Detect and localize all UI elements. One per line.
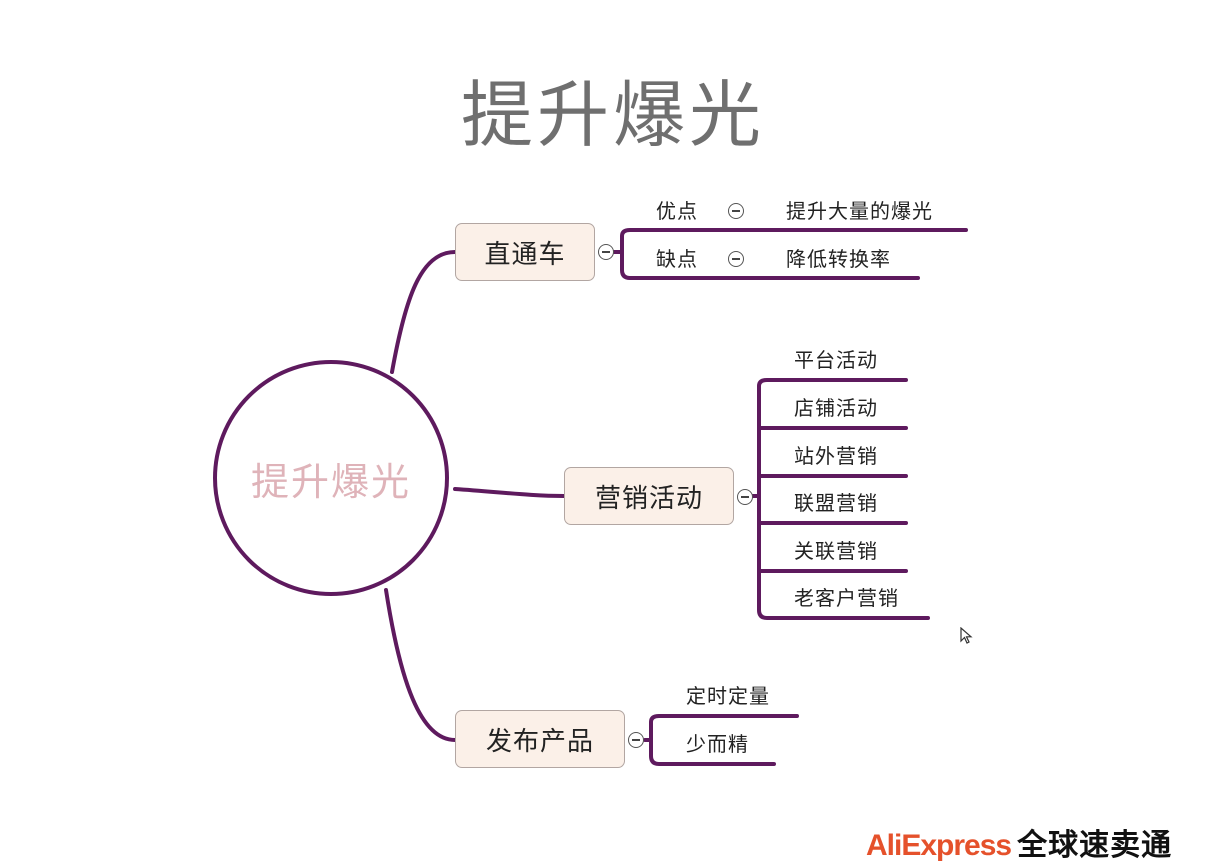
collapse-icon[interactable] [628,732,644,748]
logo-chinese-text: 全球速卖通 [1017,829,1173,862]
topic-1-child-2-label[interactable]: 缺点 [656,247,698,271]
bracket-topic-2 [751,378,930,620]
topic-2-child-4[interactable]: 联盟营销 [794,491,878,515]
aliexpress-logo: AliExpress 全球速卖通 [866,820,1172,862]
topic-marketing-activities[interactable]: 营销活动 [564,467,734,525]
topic-3-child-2[interactable]: 少而精 [686,732,749,756]
branch-line-topic-3 [384,588,457,742]
bracket-topic-1 [612,228,968,280]
topic-2-child-1[interactable]: 平台活动 [794,348,878,372]
topic-2-child-5[interactable]: 关联营销 [794,539,878,563]
logo-brand-text: AliExpress [866,829,1012,862]
mouse-cursor-icon [960,627,973,644]
collapse-icon[interactable] [728,251,744,267]
branch-line-topic-2 [453,487,566,498]
topic-publish-products[interactable]: 发布产品 [455,710,625,768]
topic-1-child-1-detail[interactable]: 提升大量的爆光 [786,199,933,223]
branch-line-topic-1 [390,250,457,374]
collapse-icon[interactable] [728,203,744,219]
topic-through-train[interactable]: 直通车 [455,223,595,281]
bracket-topic-3 [643,714,799,766]
topic-3-child-1[interactable]: 定时定量 [686,684,770,708]
topic-1-child-1-label[interactable]: 优点 [656,199,698,223]
central-topic[interactable]: 提升爆光 [213,360,449,596]
collapse-icon[interactable] [598,244,614,260]
slide-title: 提升爆光 [460,73,765,157]
collapse-icon[interactable] [737,489,753,505]
topic-1-child-2-detail[interactable]: 降低转换率 [786,247,891,271]
topic-2-child-2[interactable]: 店铺活动 [794,396,878,420]
topic-2-child-3[interactable]: 站外营销 [794,444,878,468]
topic-2-child-6[interactable]: 老客户营销 [794,586,899,610]
